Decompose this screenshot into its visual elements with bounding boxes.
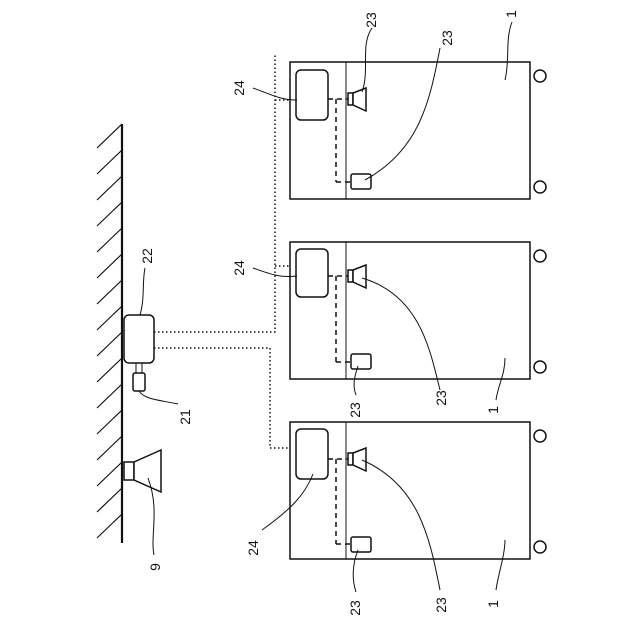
sensor-box — [351, 537, 371, 552]
label-sensor: 23 — [347, 600, 363, 616]
communication-lines — [154, 55, 297, 448]
label-unit: 24 — [231, 260, 247, 276]
cabinet-middle — [290, 242, 546, 379]
unit-box — [296, 429, 328, 479]
label-cabinet: 1 — [485, 600, 501, 608]
label-sensor: 23 — [363, 12, 379, 28]
caster-icon — [534, 430, 546, 442]
label-sensor: 23 — [433, 390, 449, 406]
label-camera: 21 — [177, 409, 193, 425]
camera-box — [133, 373, 145, 391]
caster-icon — [534, 181, 546, 193]
cabinet-top — [290, 62, 546, 199]
controller-box — [124, 315, 154, 363]
caster-icon — [534, 70, 546, 82]
unit-box — [296, 249, 328, 297]
caster-icon — [534, 250, 546, 262]
label-sensor: 23 — [433, 597, 449, 613]
caster-icon — [534, 541, 546, 553]
label-cabinet: 1 — [503, 10, 519, 18]
wall-speaker-icon — [124, 450, 161, 492]
caster-icon — [534, 361, 546, 373]
sensor-box — [351, 354, 371, 369]
label-unit: 24 — [231, 80, 247, 96]
wall — [97, 124, 122, 543]
label-unit: 24 — [245, 540, 261, 556]
unit-box — [296, 70, 328, 120]
cabinet-bottom — [290, 422, 546, 559]
label-cabinet: 1 — [485, 406, 501, 414]
label-controller: 22 — [139, 248, 155, 264]
wall-hatching — [97, 124, 122, 538]
label-wall-speaker: 9 — [147, 563, 163, 571]
label-sensor: 23 — [439, 30, 455, 46]
sensor-box — [351, 174, 371, 189]
label-sensor: 23 — [347, 402, 363, 418]
